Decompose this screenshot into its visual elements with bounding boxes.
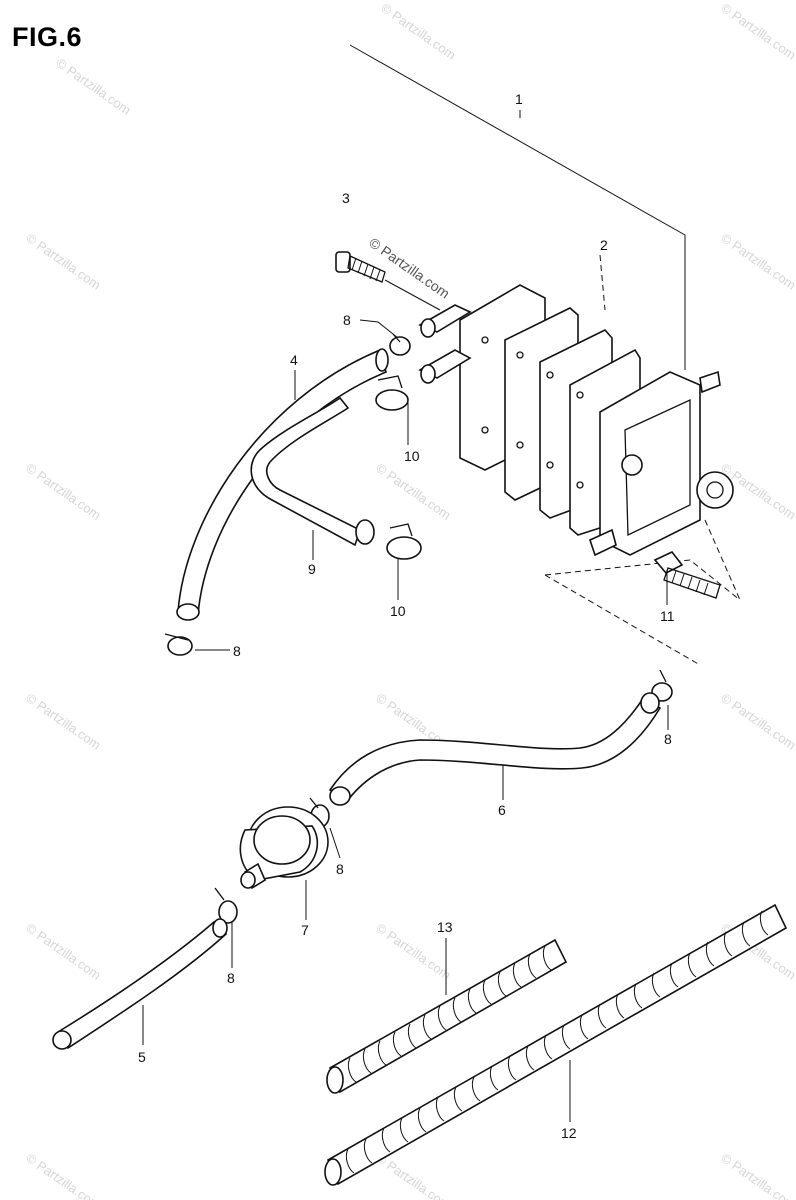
callout-11: 11 [660, 608, 675, 624]
hose-part-9 [250, 396, 375, 547]
hose-part-4 [176, 348, 389, 621]
watermark-text: © Partzilla.com [378, 0, 458, 63]
callout-10: 10 [390, 603, 406, 619]
watermark-text: © Partzilla.com [373, 460, 453, 523]
watermark-text: © Partzilla.com [23, 1150, 103, 1200]
callout-8: 8 [343, 312, 351, 328]
fuel-filter-part-7 [239, 806, 329, 890]
watermark-center-text: © Partzilla.com [366, 234, 452, 301]
callout-13: 13 [437, 919, 453, 935]
hose-protector-part-12 [324, 903, 788, 1186]
hose-part-6 [328, 692, 662, 806]
watermark-text: © Partzilla.com [718, 690, 796, 753]
callout-8: 8 [336, 861, 344, 877]
screw-part-3 [335, 251, 441, 311]
fuel-pump-assembly [418, 284, 734, 557]
watermark-text: © Partzilla.com [23, 690, 103, 753]
leader-lines [142, 44, 741, 1122]
callout-10: 10 [404, 448, 420, 464]
watermark-text: © Partzilla.com [718, 1150, 796, 1200]
hose-part-5 [52, 918, 228, 1050]
screw-part-11 [653, 551, 721, 599]
watermark-text: © Partzilla.com [718, 230, 796, 293]
hose-protector-part-13 [326, 938, 568, 1094]
callout-4: 4 [290, 352, 298, 368]
callout-3: 3 [342, 190, 350, 206]
callout-8: 8 [664, 731, 672, 747]
callout-8: 8 [233, 643, 241, 659]
watermark-text: © Partzilla.com [53, 55, 133, 118]
callout-8: 8 [227, 970, 235, 986]
watermark-text: © Partzilla.com [23, 920, 103, 983]
watermark-text: © Partzilla.com [23, 460, 103, 523]
callout-2: 2 [600, 237, 608, 253]
callout-12: 12 [561, 1125, 577, 1141]
watermark-text: © Partzilla.com [718, 0, 796, 63]
callout-6: 6 [498, 802, 506, 818]
callout-7: 7 [301, 922, 309, 938]
watermark-text: © Partzilla.com [23, 230, 103, 293]
callout-labels: 1 2 3 8 4 10 9 10 11 8 8 6 8 7 13 8 5 12 [138, 91, 675, 1141]
callout-5: 5 [138, 1049, 146, 1065]
figure-title: FIG.6 [12, 22, 83, 52]
callout-1: 1 [515, 91, 523, 107]
callout-9: 9 [308, 561, 316, 577]
watermark-layer: © Partzilla.com © Partzilla.com © Partzi… [23, 0, 796, 1200]
